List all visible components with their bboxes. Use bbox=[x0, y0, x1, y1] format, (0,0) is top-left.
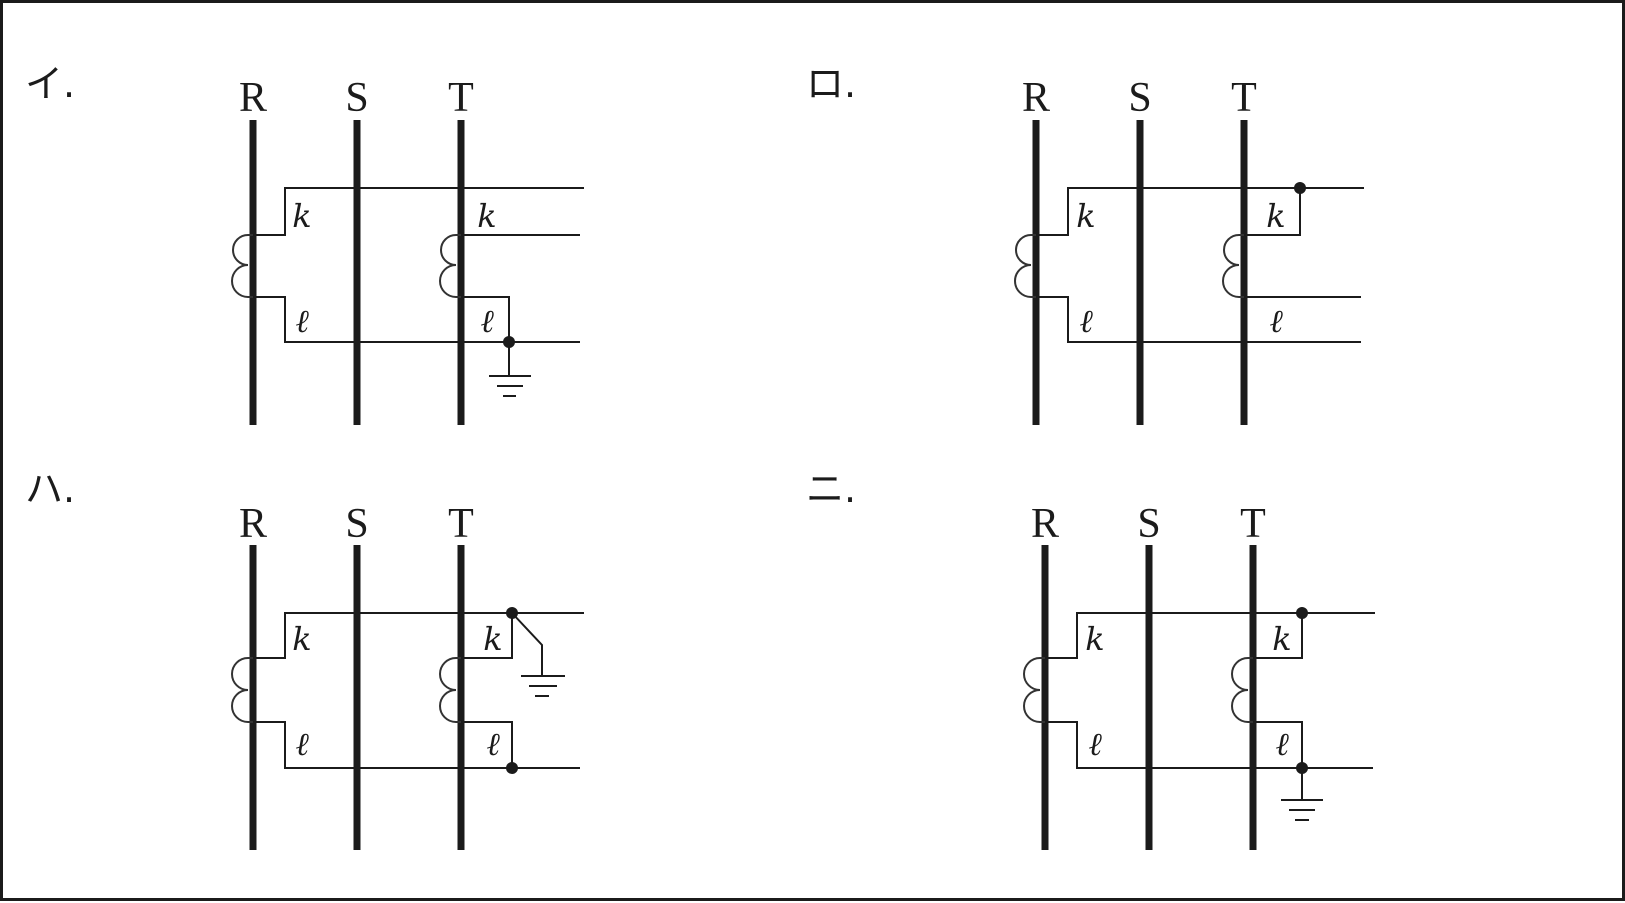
ct-r-k-label: k bbox=[1085, 620, 1104, 658]
ct-r-l-label: ℓ bbox=[1079, 302, 1093, 340]
bus-r-label: R bbox=[1022, 75, 1050, 121]
ct-r-coil bbox=[231, 657, 253, 723]
ct-t-k-label: k bbox=[477, 197, 496, 235]
ct-t-k-wire bbox=[1244, 188, 1301, 236]
ct-t-l-label: ℓ bbox=[1269, 302, 1283, 340]
option-ni: ニ. R S T k ℓ k ℓ bbox=[806, 467, 1375, 850]
ct-r-l-label: ℓ bbox=[295, 302, 309, 340]
option-i-label: イ. bbox=[25, 62, 75, 106]
bus-r-label: R bbox=[239, 75, 267, 121]
bus-s-label: S bbox=[1128, 75, 1151, 121]
ct-t-l-label: ℓ bbox=[480, 302, 494, 340]
ct-r-l-wire bbox=[253, 296, 580, 343]
ct-t-coil bbox=[439, 234, 461, 298]
ct-t-k-wire bbox=[461, 613, 513, 659]
ct-r-l-label: ℓ bbox=[1088, 725, 1102, 763]
bus-t-label: T bbox=[1231, 75, 1257, 121]
ct-r-l-wire bbox=[253, 721, 580, 769]
ct-r-k-label: k bbox=[1076, 197, 1095, 235]
junction-dot bbox=[506, 762, 518, 774]
ct-t-l-wire bbox=[461, 721, 513, 768]
bus-s-label: S bbox=[345, 501, 368, 547]
ground-icon bbox=[1281, 799, 1323, 821]
ct-r-coil bbox=[1014, 234, 1036, 298]
bus-r-label: R bbox=[1031, 501, 1059, 547]
ground-icon bbox=[521, 675, 565, 697]
ct-r-l-label: ℓ bbox=[295, 725, 309, 763]
junction-dot bbox=[1296, 607, 1308, 619]
ct-r-k-label: k bbox=[292, 197, 311, 235]
ct-t-coil bbox=[439, 657, 461, 723]
ct-r-k-wire bbox=[253, 612, 584, 659]
option-ha: ハ. R S T k ℓ k ℓ bbox=[25, 467, 584, 850]
ct-t-k-label: k bbox=[1272, 620, 1291, 658]
ct-t-coil bbox=[1222, 234, 1244, 298]
junction-dot bbox=[1294, 182, 1306, 194]
bus-t-label: T bbox=[448, 501, 474, 547]
ct-t-k-wire bbox=[1253, 613, 1303, 659]
ct-t-l-label: ℓ bbox=[1275, 725, 1289, 763]
bus-s-label: S bbox=[1137, 501, 1160, 547]
ct-r-k-wire bbox=[1045, 612, 1375, 659]
ct-t-l-wire bbox=[461, 296, 510, 342]
ct-t-coil bbox=[1231, 657, 1253, 723]
ct-r-l-wire bbox=[1036, 296, 1361, 343]
ct-r-l-wire bbox=[1045, 721, 1373, 769]
ct-t-l-label: ℓ bbox=[486, 725, 500, 763]
ct-t-k-label: k bbox=[1266, 197, 1285, 235]
bus-t-label: T bbox=[448, 75, 474, 121]
ground-lead bbox=[511, 612, 543, 676]
ct-r-coil bbox=[231, 234, 253, 298]
option-ha-label: ハ. bbox=[25, 467, 75, 511]
ground-icon bbox=[489, 375, 531, 397]
ct-r-k-label: k bbox=[292, 620, 311, 658]
option-ni-label: ニ. bbox=[806, 467, 856, 511]
option-ro: ロ. R S T k ℓ k ℓ bbox=[806, 62, 1364, 425]
bus-t-label: T bbox=[1240, 501, 1266, 547]
ct-t-l-wire bbox=[1253, 721, 1303, 768]
option-ro-label: ロ. bbox=[806, 62, 856, 106]
ct-r-k-wire bbox=[1036, 187, 1364, 236]
ct-r-k-wire bbox=[253, 187, 584, 236]
ct-t-k-label: k bbox=[483, 620, 502, 658]
bus-r-label: R bbox=[239, 501, 267, 547]
bus-s-label: S bbox=[345, 75, 368, 121]
ct-r-coil bbox=[1023, 657, 1045, 723]
option-i: イ. R S T k ℓ k ℓ bbox=[25, 62, 584, 425]
